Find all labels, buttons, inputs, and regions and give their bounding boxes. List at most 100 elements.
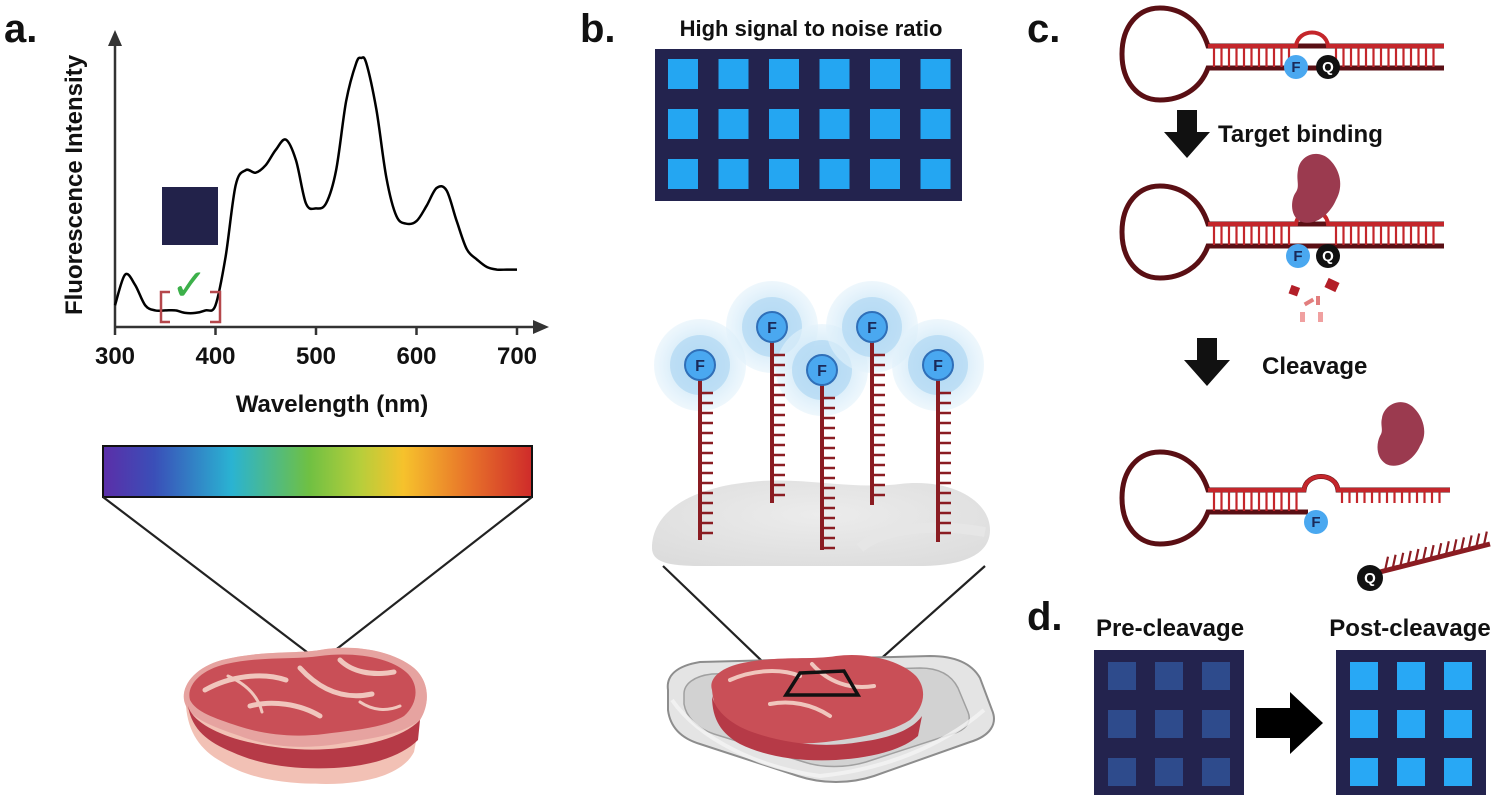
fluorophore-letter: F — [695, 358, 705, 375]
released-enzyme-icon — [1377, 402, 1425, 466]
dark-window-square — [162, 187, 218, 245]
array-spot — [1108, 758, 1136, 786]
array-spot — [1397, 758, 1425, 786]
down-arrow-icon — [1164, 110, 1210, 158]
packaged-meat-tray-icon — [666, 654, 995, 783]
check-mark-icon: ✓ — [171, 261, 208, 310]
array-spot — [819, 159, 850, 189]
base — [1452, 539, 1458, 554]
fluorophore-icon — [1304, 510, 1328, 534]
fluorophore-icon — [806, 354, 838, 386]
base — [1383, 556, 1390, 571]
array-spot — [1444, 710, 1472, 738]
right-arrow-icon — [1256, 692, 1323, 754]
panel-c-label: c. — [1027, 7, 1060, 51]
hairpin-probe-intact: F Q — [1119, 5, 1444, 103]
fluorophore-icon — [756, 311, 788, 343]
x-tick-marks — [113, 327, 519, 335]
fluorophore-letter: F — [933, 358, 943, 375]
base — [1459, 537, 1466, 552]
array-spot — [718, 59, 749, 89]
array-spot — [819, 59, 850, 89]
base — [1399, 552, 1405, 568]
x-tick-labels: 300 400 500 600 700 — [95, 343, 537, 370]
array-spot — [718, 109, 749, 139]
quencher-letter: Q — [1322, 248, 1334, 265]
base — [1437, 542, 1443, 558]
array-spot — [1350, 758, 1378, 786]
array-spot — [668, 59, 698, 89]
down-arrow-icon — [1184, 338, 1230, 386]
spectrum-chart: 300 400 500 600 700 Fluorescence Intensi… — [61, 30, 549, 418]
array-spot — [920, 59, 951, 89]
hairpin-base-pairs — [1212, 491, 1441, 511]
fluorophore-letter: F — [1293, 248, 1302, 265]
y-axis-arrow-icon — [108, 30, 122, 46]
base — [1467, 535, 1473, 550]
array-spot — [718, 159, 749, 189]
array-spot — [1444, 758, 1472, 786]
tissue-surface-fold — [856, 522, 986, 552]
fluorophore-letter: F — [1291, 59, 1300, 76]
zoom-line-right — [319, 496, 533, 663]
base — [1391, 554, 1397, 569]
high-snr-array — [655, 49, 962, 201]
fluorophore-icon — [684, 349, 716, 381]
y-axis-label: Fluorescence Intensity — [61, 54, 88, 315]
panel-a-label: a. — [4, 7, 37, 51]
post-cleavage-label: Post-cleavage — [1329, 615, 1490, 642]
base — [1475, 533, 1481, 548]
quencher-letter: Q — [1364, 570, 1376, 587]
array-spot — [920, 159, 951, 189]
panel-b-label: b. — [580, 7, 616, 51]
array-spot — [1155, 710, 1183, 738]
base — [1414, 548, 1420, 564]
array-spot — [1397, 710, 1425, 738]
low-background-bracket — [159, 290, 222, 324]
quencher-icon — [1316, 55, 1340, 79]
base — [1406, 550, 1412, 566]
array-spot — [1202, 710, 1230, 738]
array-spot — [1155, 758, 1183, 786]
high-snr-array-spots — [668, 59, 951, 189]
array-spot — [769, 59, 799, 89]
array-spot — [668, 109, 698, 139]
array-spot — [1202, 662, 1230, 690]
x-tick-label: 700 — [497, 343, 537, 370]
array-spot — [1155, 662, 1183, 690]
zoom-line-left — [102, 496, 321, 663]
panel-d-label: d. — [1027, 595, 1063, 639]
array-spot — [769, 159, 799, 189]
fluorophore-icon — [922, 349, 954, 381]
hairpin-base-pairs — [1212, 225, 1435, 245]
array-spot — [1108, 710, 1136, 738]
base — [1444, 541, 1450, 556]
cleavage-fragments-icon — [1288, 277, 1340, 322]
base — [1482, 531, 1488, 546]
array-title: High signal to noise ratio — [680, 16, 943, 41]
array-spot — [920, 109, 951, 139]
hairpin-probe-bound: F Q — [1119, 153, 1444, 322]
cleavage-label: Cleavage — [1262, 353, 1367, 380]
array-spot — [1397, 662, 1425, 690]
visible-spectrum-bar — [102, 445, 533, 498]
array-spot — [668, 159, 698, 189]
fluorophore-letter: F — [1311, 514, 1320, 531]
x-tick-label: 400 — [195, 343, 235, 370]
base — [1421, 546, 1428, 562]
array-spot — [1444, 662, 1472, 690]
fluorophore-letter: F — [867, 320, 877, 337]
released-strand-bases — [1383, 531, 1488, 571]
array-spot — [1202, 758, 1230, 786]
post-cleavage-spots — [1350, 662, 1472, 786]
cas-enzyme-icon — [1292, 153, 1341, 223]
pre-cleavage-spots — [1108, 662, 1230, 786]
array-spot — [870, 159, 900, 189]
x-tick-label: 600 — [396, 343, 436, 370]
target-binding-label: Target binding — [1218, 121, 1383, 148]
array-spot — [1350, 710, 1378, 738]
pre-cleavage-label: Pre-cleavage — [1096, 615, 1244, 642]
spectrum-series-line — [113, 56, 517, 315]
